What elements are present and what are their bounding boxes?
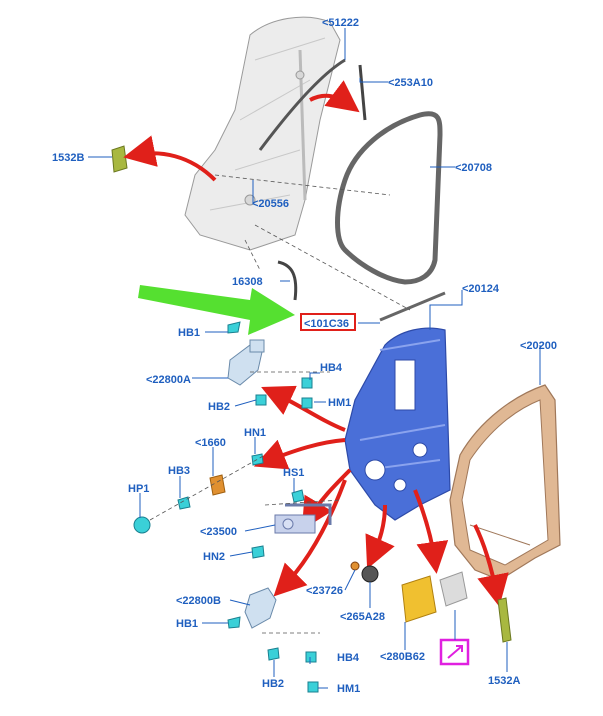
label-hb4-bottom: HB4 <box>337 652 360 664</box>
grommet-23726 <box>350 561 360 571</box>
arrow-to-hinge-upper <box>261 385 346 432</box>
bolt-hb3 <box>177 496 191 510</box>
bolt-hb4-top <box>301 377 313 389</box>
arrow-to-pad <box>413 489 449 574</box>
highlight-box-101C36 <box>300 313 356 331</box>
label-hb3: HB3 <box>168 465 190 477</box>
strip-16308 <box>277 260 298 301</box>
label-23726: <23726 <box>306 585 343 597</box>
door-seal-20708 <box>335 111 443 285</box>
bolt-hn1 <box>251 453 264 466</box>
label-22800A: <22800A <box>146 374 191 386</box>
label-hm1-bottom: HM1 <box>337 683 360 695</box>
bolt-hb1-bottom <box>227 616 241 629</box>
label-20708: <20708 <box>455 162 492 174</box>
label-20200: <20200 <box>520 340 557 352</box>
arrow-to-1532B <box>123 135 217 182</box>
nut-hm1-bottom <box>307 681 319 693</box>
arrow-icon <box>447 645 463 659</box>
label-1532B: 1532B <box>52 152 84 164</box>
label-253A10: <253A10 <box>388 77 433 89</box>
lower-hinge-22800B <box>244 587 277 629</box>
label-16308: 16308 <box>232 276 263 288</box>
label-hp1: HP1 <box>128 483 149 495</box>
strip-101C36 <box>379 291 446 322</box>
label-101C36: <101C36 <box>304 318 349 330</box>
label-hb2-top: HB2 <box>208 401 230 413</box>
label-51222: <51222 <box>322 17 359 29</box>
nut-hm1-top <box>301 397 313 409</box>
body-pillar-shell <box>184 16 341 251</box>
check-arm-23500 <box>274 503 332 534</box>
bolt-hb1-top <box>227 321 241 334</box>
bolt-hb2-bottom <box>267 647 280 661</box>
label-hb1-top: HB1 <box>178 327 200 339</box>
label-20556: <20556 <box>252 198 289 210</box>
label-265A28: <265A28 <box>340 611 385 623</box>
arrow-to-hinge-lower <box>273 479 347 597</box>
label-20124: <20124 <box>462 283 500 295</box>
bracket-1532A <box>497 597 512 643</box>
arrow-to-253A10 <box>309 80 360 113</box>
green-pointer-arrow <box>138 285 295 335</box>
label-hn1: HN1 <box>244 427 266 439</box>
check-strap-1660 <box>209 474 226 496</box>
door-inner-frame-20124 <box>344 327 451 521</box>
bumper-265A28 <box>361 565 379 583</box>
label-hb1-bottom: HB1 <box>176 618 198 630</box>
plug-hp1 <box>133 516 151 534</box>
label-hn2: HN2 <box>203 551 225 563</box>
leader-lines <box>88 28 541 689</box>
cover-plate <box>439 571 468 607</box>
bolt-hs1 <box>291 489 305 503</box>
bolt-hn2 <box>251 545 265 559</box>
label-hb4-top: HB4 <box>320 362 343 374</box>
upper-hinge-22800A <box>227 339 265 386</box>
arrow-to-check <box>253 438 346 470</box>
bracket-1532B <box>111 145 128 173</box>
arrow-to-1532A <box>473 524 509 607</box>
label-hb2-bottom: HB2 <box>262 678 284 690</box>
label-1532A: 1532A <box>488 675 520 687</box>
label-280B62: <280B62 <box>380 651 425 663</box>
bolt-hb4-bottom <box>305 651 317 663</box>
label-22800B: <22800B <box>176 595 221 607</box>
bolt-hb2-top <box>255 394 267 406</box>
label-hs1: HS1 <box>283 467 304 479</box>
arrow-to-265A28 <box>365 504 395 569</box>
weatherstrip-51222 <box>258 58 346 151</box>
label-1660: <1660 <box>195 437 226 449</box>
door-outer-panel-20200 <box>449 384 561 581</box>
label-hm1-top: HM1 <box>328 397 351 409</box>
seal-253A10 <box>358 64 367 121</box>
label-23500: <23500 <box>200 526 237 538</box>
pad-280B62 <box>401 575 437 623</box>
